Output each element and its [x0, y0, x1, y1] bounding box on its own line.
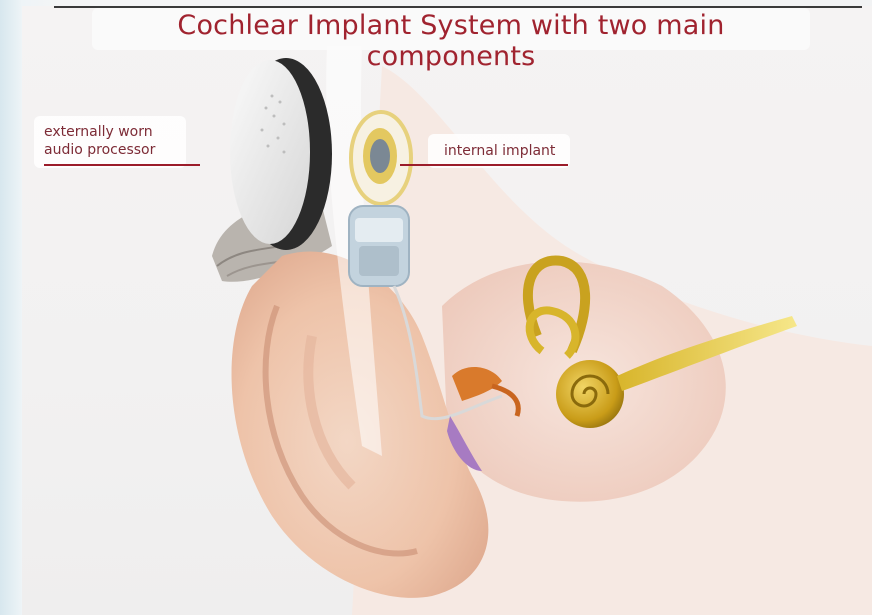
title-box: Cochlear Implant System with two main co…	[92, 8, 810, 50]
diagram-title: Cochlear Implant System with two main co…	[92, 10, 810, 72]
internal-leader-line	[400, 164, 568, 166]
external-processor-label: externally worn audio processor	[34, 116, 186, 168]
external-leader-line	[44, 164, 200, 166]
diagram-frame: Cochlear Implant System with two main co…	[22, 6, 872, 615]
external-label-line2: audio processor	[44, 142, 155, 159]
cochlea	[556, 360, 624, 428]
external-label-line1: externally worn	[44, 124, 153, 141]
internal-label-text: internal implant	[444, 143, 555, 160]
internal-implant-label: internal implant	[428, 134, 570, 168]
ear-illustration	[22, 6, 872, 615]
